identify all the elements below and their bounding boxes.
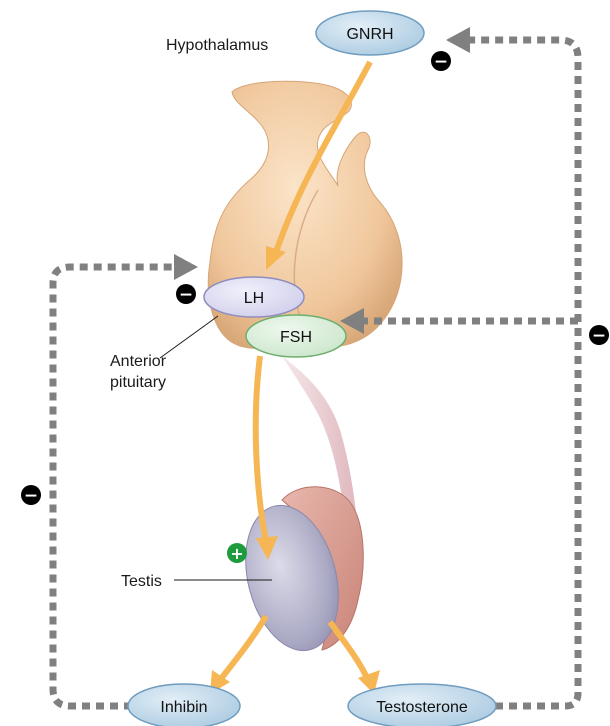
testosterone-feedback-line (468, 40, 578, 706)
fsh-label: FSH (280, 329, 312, 346)
hypothalamus-inhibit-sign: − (431, 51, 451, 72)
testis-label: Testis (121, 573, 162, 590)
testosterone-label: Testosterone (376, 699, 468, 716)
minus-icon: − (592, 326, 606, 346)
testis-to-inhibin-arrow (220, 616, 266, 680)
gnrh-label: GNRH (346, 26, 393, 43)
hypothalamus-feedback-arrowhead (446, 27, 470, 53)
testis-to-testosterone-arrow (330, 622, 368, 680)
minus-icon: − (434, 52, 448, 72)
inhibin-label: Inhibin (160, 699, 207, 716)
anterior-pituitary-label-line2: pituitary (110, 374, 166, 391)
gnrh-pill: GNRH (316, 11, 424, 55)
minus-icon: − (24, 486, 38, 506)
lh-pill: LH (204, 277, 304, 317)
inhibin-feedback-line (53, 267, 176, 706)
minus-icon: − (179, 285, 193, 305)
fsh-pill: FSH (246, 315, 346, 357)
anterior-pituitary-leader (160, 316, 218, 358)
lh-inhibit-sign: − (176, 284, 196, 305)
right-loop-inhibit-sign: − (589, 325, 609, 346)
testis-stimulate-sign: + (227, 543, 247, 563)
anterior-pituitary-label-line1: Anterior (110, 353, 167, 370)
hypothalamus-label: Hypothalamus (166, 37, 268, 54)
testosterone-pill: Testosterone (348, 684, 496, 726)
lh-feedback-arrowhead (174, 254, 198, 280)
lh-label: LH (244, 290, 264, 307)
plus-icon: + (230, 544, 243, 563)
inhibin-pill: Inhibin (128, 684, 240, 726)
left-loop-inhibit-sign: − (21, 485, 41, 506)
